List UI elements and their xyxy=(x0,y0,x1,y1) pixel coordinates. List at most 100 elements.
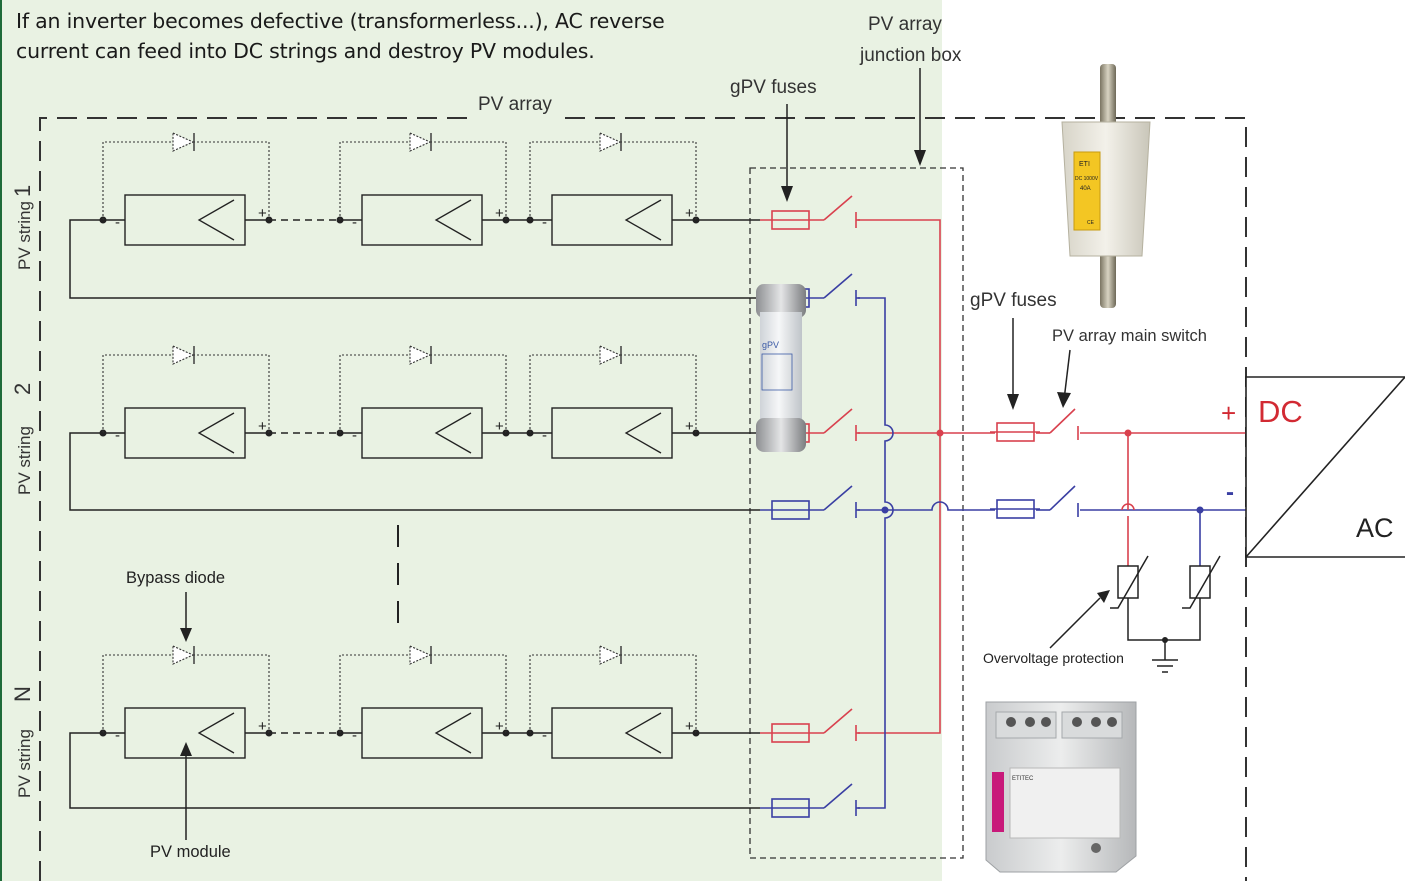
switch-blade xyxy=(823,273,853,299)
gpv-fuses-label: gPV fuses xyxy=(730,77,817,98)
main-feed-lines xyxy=(885,432,1246,511)
intro-text: If an inverter becomes defective (transf… xyxy=(16,6,776,66)
pv-module-arrow-icon xyxy=(180,742,192,756)
gpv-fuse xyxy=(771,798,810,818)
intro-line-2: current can feed into DC strings and des… xyxy=(16,39,595,63)
string-return-wires xyxy=(69,219,760,809)
surge-protector-image: ETITEC xyxy=(985,701,1137,873)
module-rows: -+-+-+-+-+-+-+-+-+ xyxy=(99,132,760,759)
module-symbol xyxy=(197,712,235,754)
junction-box-fuses xyxy=(760,195,860,818)
module-positive-sign: + xyxy=(495,718,504,735)
cylindrical-fuse-image: gPV xyxy=(756,284,806,452)
pv-module: -+ xyxy=(99,132,273,246)
module-negative-sign: - xyxy=(542,214,547,231)
string-1-number: 1 xyxy=(10,185,35,197)
module-positive-sign: + xyxy=(495,418,504,435)
switch-blade xyxy=(823,195,853,221)
module-negative-sign: - xyxy=(352,427,357,444)
module-symbol xyxy=(434,412,472,454)
fuse-switch xyxy=(760,708,860,743)
inverter: + - DC AC xyxy=(1221,376,1405,558)
switch-blade xyxy=(823,485,853,511)
bypass-diode-icon xyxy=(599,132,622,152)
pv-module: -+ xyxy=(99,645,273,759)
junction-box xyxy=(749,167,964,859)
pv-module: -+ xyxy=(336,132,510,246)
module-negative-sign: - xyxy=(352,727,357,744)
nh-fuse-current: 40A xyxy=(1080,186,1091,192)
pv-module: -+ xyxy=(99,345,273,459)
nh-fuse-voltage: DC 1000V xyxy=(1075,176,1099,182)
module-negative-sign: - xyxy=(115,727,120,744)
intro-line-1: If an inverter becomes defective (transf… xyxy=(16,9,665,33)
pv-module: -+ xyxy=(526,645,700,759)
bypass-diode-icon xyxy=(409,345,432,365)
string-n-label: PV string xyxy=(15,729,34,798)
module-negative-sign: - xyxy=(115,214,120,231)
bypass-diode-icon xyxy=(409,645,432,665)
pv-module-label: PV module xyxy=(150,843,231,861)
bypass-diode-label: Bypass diode xyxy=(126,569,225,587)
string-row: -+-+-+ xyxy=(99,345,760,459)
bypass-diode-arrow-icon xyxy=(180,628,192,642)
main-switch-pointer xyxy=(1063,349,1071,401)
module-symbol xyxy=(434,199,472,241)
dc-label: DC xyxy=(1258,394,1303,429)
module-negative-sign: - xyxy=(115,427,120,444)
main-switch-arrow-icon xyxy=(1057,392,1071,408)
string-2-number: 2 xyxy=(10,383,35,395)
gpv-fuse xyxy=(771,500,810,520)
bypass-diode-icon xyxy=(599,645,622,665)
module-positive-sign: + xyxy=(258,718,267,735)
bypass-diode-icon xyxy=(409,132,432,152)
dc-bus-bars xyxy=(858,219,944,809)
module-positive-sign: + xyxy=(258,418,267,435)
bypass-diode-icon xyxy=(172,345,195,365)
switch-blade xyxy=(823,783,853,809)
junction-box-label-2: junction box xyxy=(859,45,962,66)
gpv-fuse xyxy=(771,723,810,743)
module-positive-sign: + xyxy=(258,205,267,222)
nh-fuse-ce: CE xyxy=(1087,220,1095,226)
module-negative-sign: - xyxy=(352,214,357,231)
varistors xyxy=(1110,555,1221,673)
module-symbol xyxy=(434,712,472,754)
module-negative-sign: - xyxy=(542,727,547,744)
module-symbol xyxy=(197,412,235,454)
module-positive-sign: + xyxy=(685,418,694,435)
gpv-fuses-main-label: gPV fuses xyxy=(970,290,1057,311)
bypass-diode-icon xyxy=(172,645,195,665)
pv-module: -+ xyxy=(526,132,700,246)
module-symbol xyxy=(624,199,662,241)
junction-box-label-1: PV array xyxy=(868,14,942,35)
module-symbol xyxy=(197,199,235,241)
surge-protectors xyxy=(1121,429,1204,566)
nh-fuse-image: ETI DC 1000V 40A CE xyxy=(1061,64,1151,308)
ac-label: AC xyxy=(1356,513,1394,543)
pv-module: -+ xyxy=(336,645,510,759)
string-1-label: PV string xyxy=(15,201,34,270)
module-negative-sign: - xyxy=(542,427,547,444)
main-switch-label: PV array main switch xyxy=(1052,327,1207,345)
pv-array-frame xyxy=(39,117,1247,881)
switch-blade xyxy=(823,708,853,734)
fuse-switch xyxy=(760,485,860,520)
module-positive-sign: + xyxy=(685,205,694,222)
gpv-fuses-arrow-icon xyxy=(781,186,793,202)
module-positive-sign: + xyxy=(495,205,504,222)
module-symbol xyxy=(624,712,662,754)
fuse-switch xyxy=(760,783,860,818)
bypass-diode-icon xyxy=(599,345,622,365)
module-positive-sign: + xyxy=(685,718,694,735)
dc-minus-sign: - xyxy=(1226,479,1234,506)
pv-module: -+ xyxy=(336,345,510,459)
bypass-diode-icon xyxy=(172,132,195,152)
dc-plus-sign: + xyxy=(1221,398,1236,428)
main-switch xyxy=(1049,408,1079,517)
gpv-fuse xyxy=(771,210,810,230)
string-row: -+-+-+ xyxy=(99,132,760,246)
string-row: -+-+-+ xyxy=(99,645,760,759)
